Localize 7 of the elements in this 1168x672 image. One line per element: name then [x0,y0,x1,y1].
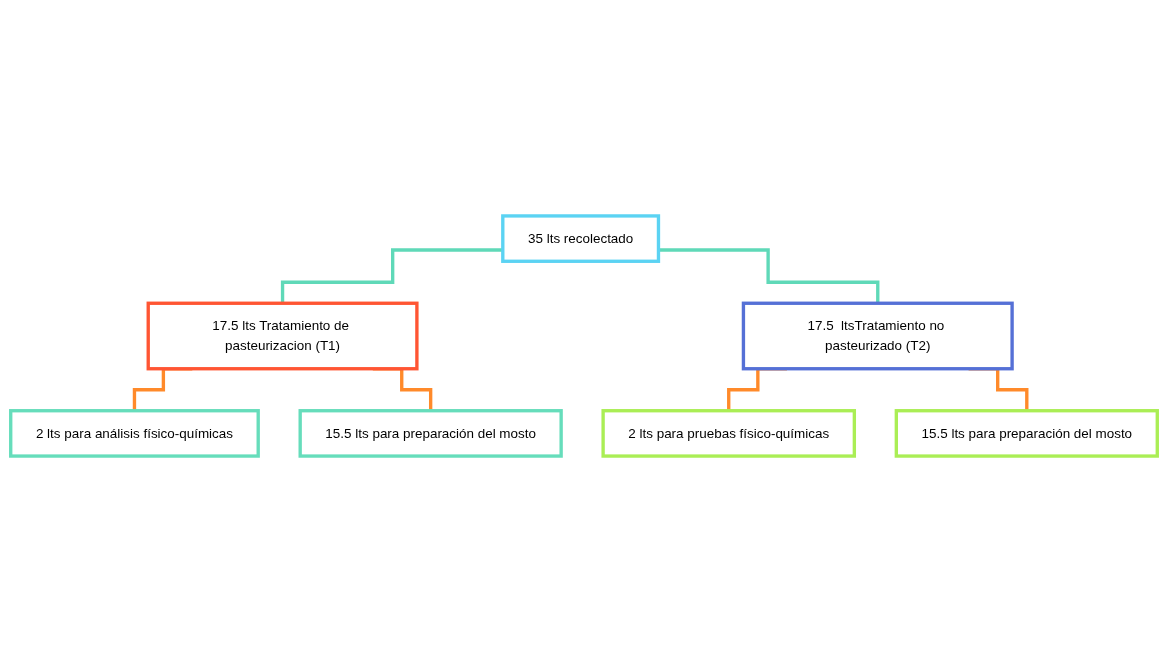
node-box: 2 lts para pruebas físico-químicas [601,409,857,458]
node-box: 15.5 lts para preparación del mosto [894,409,1159,458]
node-box: 2 lts para análisis físico-químicas [9,409,260,458]
node-box: 15.5 lts para preparación del mosto [298,409,563,458]
node-box: 17.5 ltsTratamiento no pasteurizado (T2) [741,301,1014,371]
node-box: 35 lts recolectado [501,214,661,263]
node-box: 17.5 lts Tratamiento de pasteurizacion (T1) [146,301,419,371]
